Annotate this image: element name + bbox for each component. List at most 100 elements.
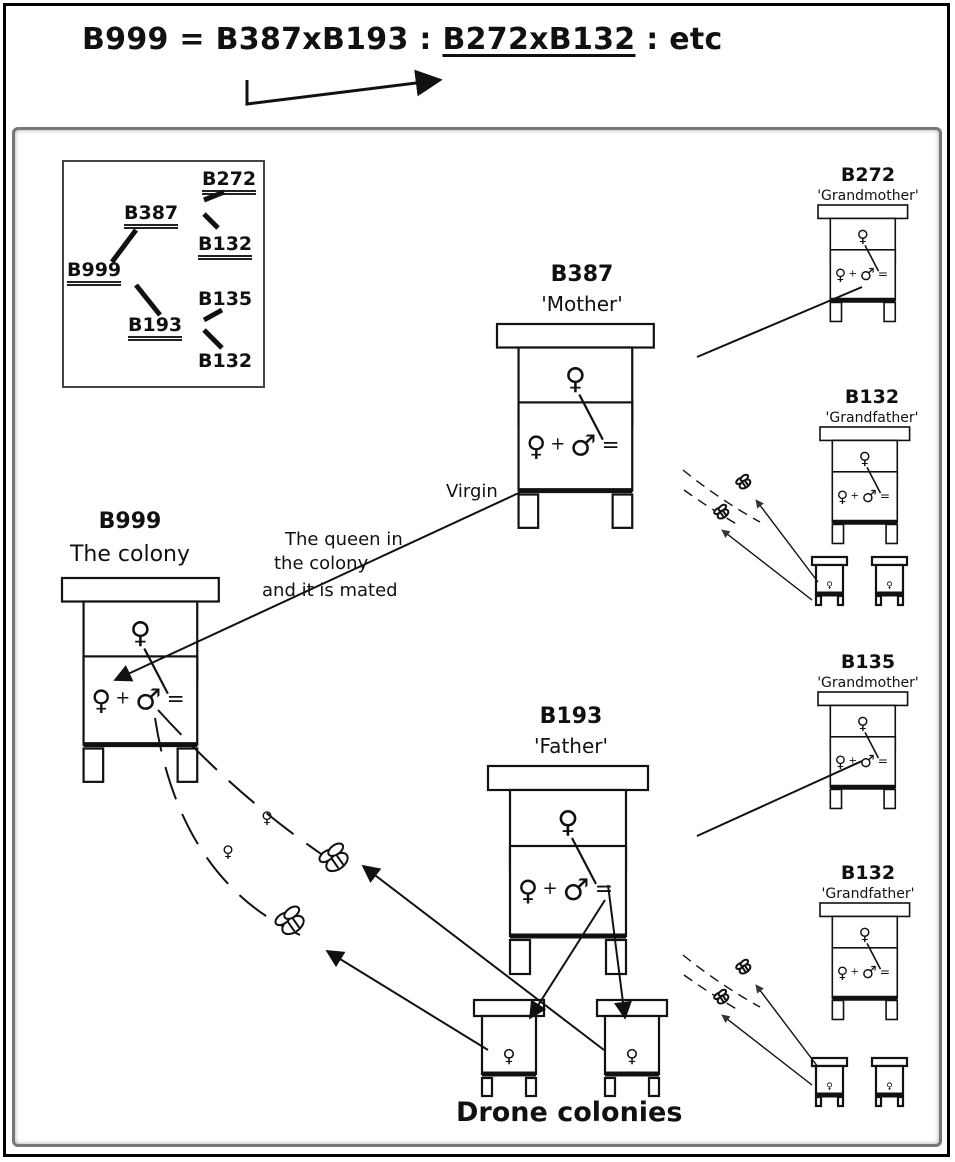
hive-leg (830, 302, 841, 321)
hive-leg (886, 524, 897, 543)
hive-roof (497, 324, 654, 348)
female-icon: ♀ (886, 1082, 893, 1092)
female-icon: ♀ (857, 713, 869, 733)
plus-icon: + (542, 878, 557, 899)
female-icon: ♀ (91, 685, 111, 716)
female-icon: ♀ (859, 924, 871, 944)
pedigree-connector (204, 330, 222, 348)
hive-roof (820, 427, 910, 440)
queen-icon: ♀ (261, 808, 273, 827)
small-drone-hive: ♀ (872, 557, 907, 605)
pedigree-connector (112, 230, 136, 262)
drone-hive-leg (876, 1097, 881, 1106)
hive-roof (818, 692, 908, 705)
formula-arrow (247, 80, 440, 104)
hive-leg (832, 1000, 843, 1019)
drone-hive-roof (812, 1058, 847, 1066)
drone-hive-leg (526, 1078, 536, 1096)
hive-leg (613, 495, 633, 528)
female-icon: ♀ (625, 1046, 638, 1067)
female-icon: ♀ (826, 1082, 833, 1092)
drone-hive-roof (812, 557, 847, 565)
equals-icon: = (880, 489, 890, 503)
hive-leg (886, 1000, 897, 1019)
male-icon: ♂ (862, 486, 877, 506)
hive-roof (488, 766, 648, 790)
drone-colony-hive-right: ♀ (597, 1000, 667, 1096)
drone-hive-leg (838, 596, 843, 605)
drone-bee-icon (273, 904, 309, 939)
mini-drone-arrow (756, 500, 818, 582)
female-icon: ♀ (886, 581, 893, 591)
equals-icon: = (880, 965, 890, 979)
hive-leg (84, 749, 104, 782)
female-icon: ♀ (518, 874, 539, 907)
equals-icon: = (878, 267, 888, 281)
male-icon: ♂ (135, 682, 161, 716)
female-icon: ♀ (557, 805, 579, 840)
male-icon: ♂ (860, 264, 875, 284)
female-icon: ♀ (130, 616, 152, 650)
mini-drone-bee-icon (735, 958, 753, 975)
hive-leg (884, 302, 895, 321)
plus-icon: + (850, 967, 858, 978)
drone-hive-leg (649, 1078, 659, 1096)
pedigree-connector (136, 285, 160, 315)
hive-roof (818, 205, 908, 218)
female-icon: ♀ (826, 581, 833, 591)
female-icon: ♀ (859, 448, 871, 468)
hive-roof (62, 578, 219, 602)
mini-drone-bee-icon (713, 988, 731, 1005)
mini-drone-bee-icon (713, 503, 731, 520)
equals-icon: = (602, 432, 620, 457)
mini-flight-path (684, 490, 740, 526)
plus-icon: + (850, 491, 858, 502)
female-icon: ♀ (837, 963, 848, 982)
mini-drone-arrow (722, 530, 812, 600)
drone-hive-roof (872, 557, 907, 565)
female-icon: ♀ (857, 226, 869, 246)
grandmother-hive-b135: ♀♀+♂= (818, 692, 908, 808)
hive-leg (830, 789, 841, 808)
male-icon: ♂ (563, 873, 590, 908)
drone-bee-icon (317, 841, 353, 876)
drone-hive-leg (816, 1097, 821, 1106)
female-icon: ♀ (502, 1046, 515, 1067)
drone-hive-leg (482, 1078, 492, 1096)
female-icon: ♀ (835, 265, 846, 284)
father-hive-b193: ♀♀+♂= (488, 766, 648, 974)
drone-hive-leg (838, 1097, 843, 1106)
drone-hive-leg (816, 596, 821, 605)
pedigree-connector (204, 310, 222, 320)
mother-hive-b387: ♀♀+♂= (497, 324, 654, 528)
male-icon: ♂ (570, 428, 596, 462)
drone-flight-arrow (327, 951, 488, 1050)
equals-icon: = (167, 686, 185, 711)
equals-icon: = (878, 754, 888, 768)
drone-hive-roof (597, 1000, 667, 1016)
grandmother-hive-b272: ♀♀+♂= (818, 205, 908, 321)
drone-hive-leg (605, 1078, 615, 1096)
plus-icon: + (848, 269, 856, 280)
hive-leg (832, 524, 843, 543)
queen-icon: ♀ (222, 842, 234, 861)
grandfather-hive-b132-bottom: ♀♀+♂= (820, 903, 910, 1019)
female-icon: ♀ (526, 431, 546, 462)
plus-icon: + (550, 434, 565, 454)
small-drone-hive: ♀ (872, 1058, 907, 1106)
male-icon: ♂ (862, 962, 877, 982)
drone-hive-leg (898, 596, 903, 605)
plus-icon: + (115, 688, 130, 708)
mini-drone-arrow (756, 985, 818, 1067)
female-icon: ♀ (837, 487, 848, 506)
colony-hive-b999: ♀♀+♂= (62, 578, 219, 782)
pedigree-connector (204, 214, 218, 228)
mini-flight-path (684, 975, 740, 1011)
hive-leg (519, 495, 539, 528)
hive-leg (884, 789, 895, 808)
mini-drone-bee-icon (735, 473, 753, 490)
hive-leg (510, 940, 530, 974)
mini-drone-arrow (722, 1015, 812, 1085)
pedigree-connector (204, 192, 224, 200)
hive-leg (178, 749, 198, 782)
